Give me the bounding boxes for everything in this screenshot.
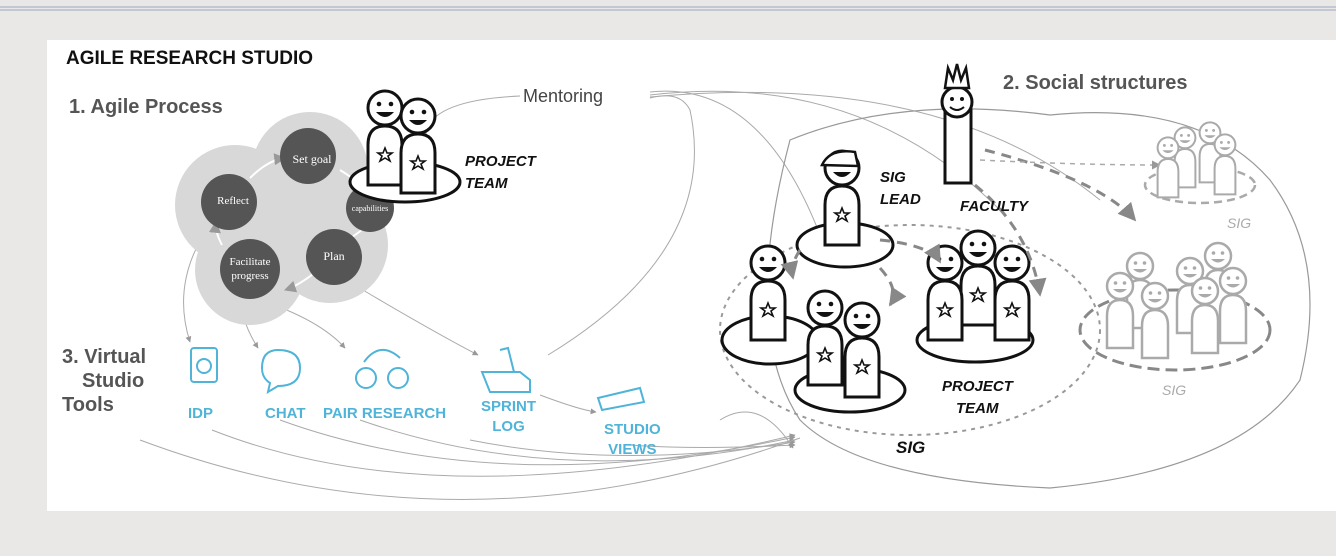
sig-main-label: SIG (896, 438, 926, 457)
cycle-facilitate (220, 239, 280, 299)
views-line1: STUDIO (604, 421, 661, 438)
sprint-line1: SPRINT (481, 398, 537, 415)
tool-pair-research-label: PAIR RESEARCH (323, 405, 447, 422)
project-team-top-line2: TEAM (465, 175, 508, 192)
chat-icon (260, 348, 302, 395)
pair-swap-icon (363, 349, 401, 363)
project-team-top (348, 89, 462, 204)
page-title: AGILE RESEARCH STUDIO (66, 48, 314, 69)
mentoring-label: Mentoring (523, 86, 604, 106)
section-social-structures: 2. Social structures (1003, 72, 1188, 94)
tools-line-1: 3. Virtual (62, 346, 147, 368)
sig-gray-bottom-label: SIG (1162, 382, 1187, 398)
cycle-set-goal (280, 128, 336, 184)
mentor-arrows (780, 148, 1137, 307)
project-team-left (720, 244, 907, 414)
faculty-figure (940, 63, 974, 185)
sig-gray-top-label: SIG (1227, 215, 1252, 231)
pair-face-icon-2 (387, 367, 409, 389)
project-team-bottom-label: PROJECT TEAM (942, 376, 1013, 420)
tools-line-2: Studio (82, 370, 145, 392)
sig-lead (795, 149, 895, 269)
pair-face-icon (355, 367, 377, 389)
tool-sprint-log-label: SPRINT LOG (481, 397, 536, 437)
faculty-label: FACULTY (960, 198, 1029, 215)
sig-gray-bottom (1078, 241, 1272, 372)
section-agile-process: 1. Agile Process (69, 96, 223, 118)
project-team-bottom-line1: PROJECT (942, 378, 1013, 395)
social-structures-oval (766, 108, 1311, 489)
sig-lead-line2: LEAD (880, 191, 921, 208)
cycle-reflect-label: Reflect (217, 195, 249, 207)
agile-cycle (175, 112, 394, 325)
cycle-reflect (201, 174, 257, 230)
header-rule (0, 6, 1336, 11)
sig-lead-label: SIG LEAD (880, 167, 921, 211)
telescope-icon (596, 386, 646, 412)
project-team-top-line1: PROJECT (465, 153, 536, 170)
tools-line-3: Tools (62, 394, 114, 416)
tool-chat-label: CHAT (265, 405, 306, 422)
project-team-bottom-line2: TEAM (956, 400, 999, 417)
tool-studio-views-label: STUDIO VIEWS (604, 420, 661, 460)
cycle-capabilities-label: capabilities (351, 204, 389, 213)
sig-gray-top (1143, 121, 1257, 205)
idp-face-icon (196, 358, 212, 374)
section-virtual-tools: 3. Virtual Studio Tools (62, 345, 146, 417)
diagram-canvas (139, 63, 1311, 500)
sig-main-oval (719, 224, 1101, 436)
project-team-bottom (915, 229, 1035, 364)
idp-icon (190, 347, 218, 383)
tool-icons (190, 346, 646, 412)
cycle-set-goal-label: Set goal (292, 152, 332, 166)
sneaker-icon (480, 346, 531, 393)
sprint-line2: LOG (492, 418, 525, 435)
tool-idp-label: IDP (188, 405, 214, 422)
diagram-panel: Set goal Reflect capabilities Plan Facil… (47, 40, 1336, 511)
cycle-plan-label: Plan (323, 249, 345, 263)
sig-lead-line1: SIG (880, 169, 906, 186)
project-team-top-label: PROJECT TEAM (465, 151, 536, 195)
views-line2: VIEWS (608, 441, 657, 458)
cycle-plan (306, 229, 362, 285)
